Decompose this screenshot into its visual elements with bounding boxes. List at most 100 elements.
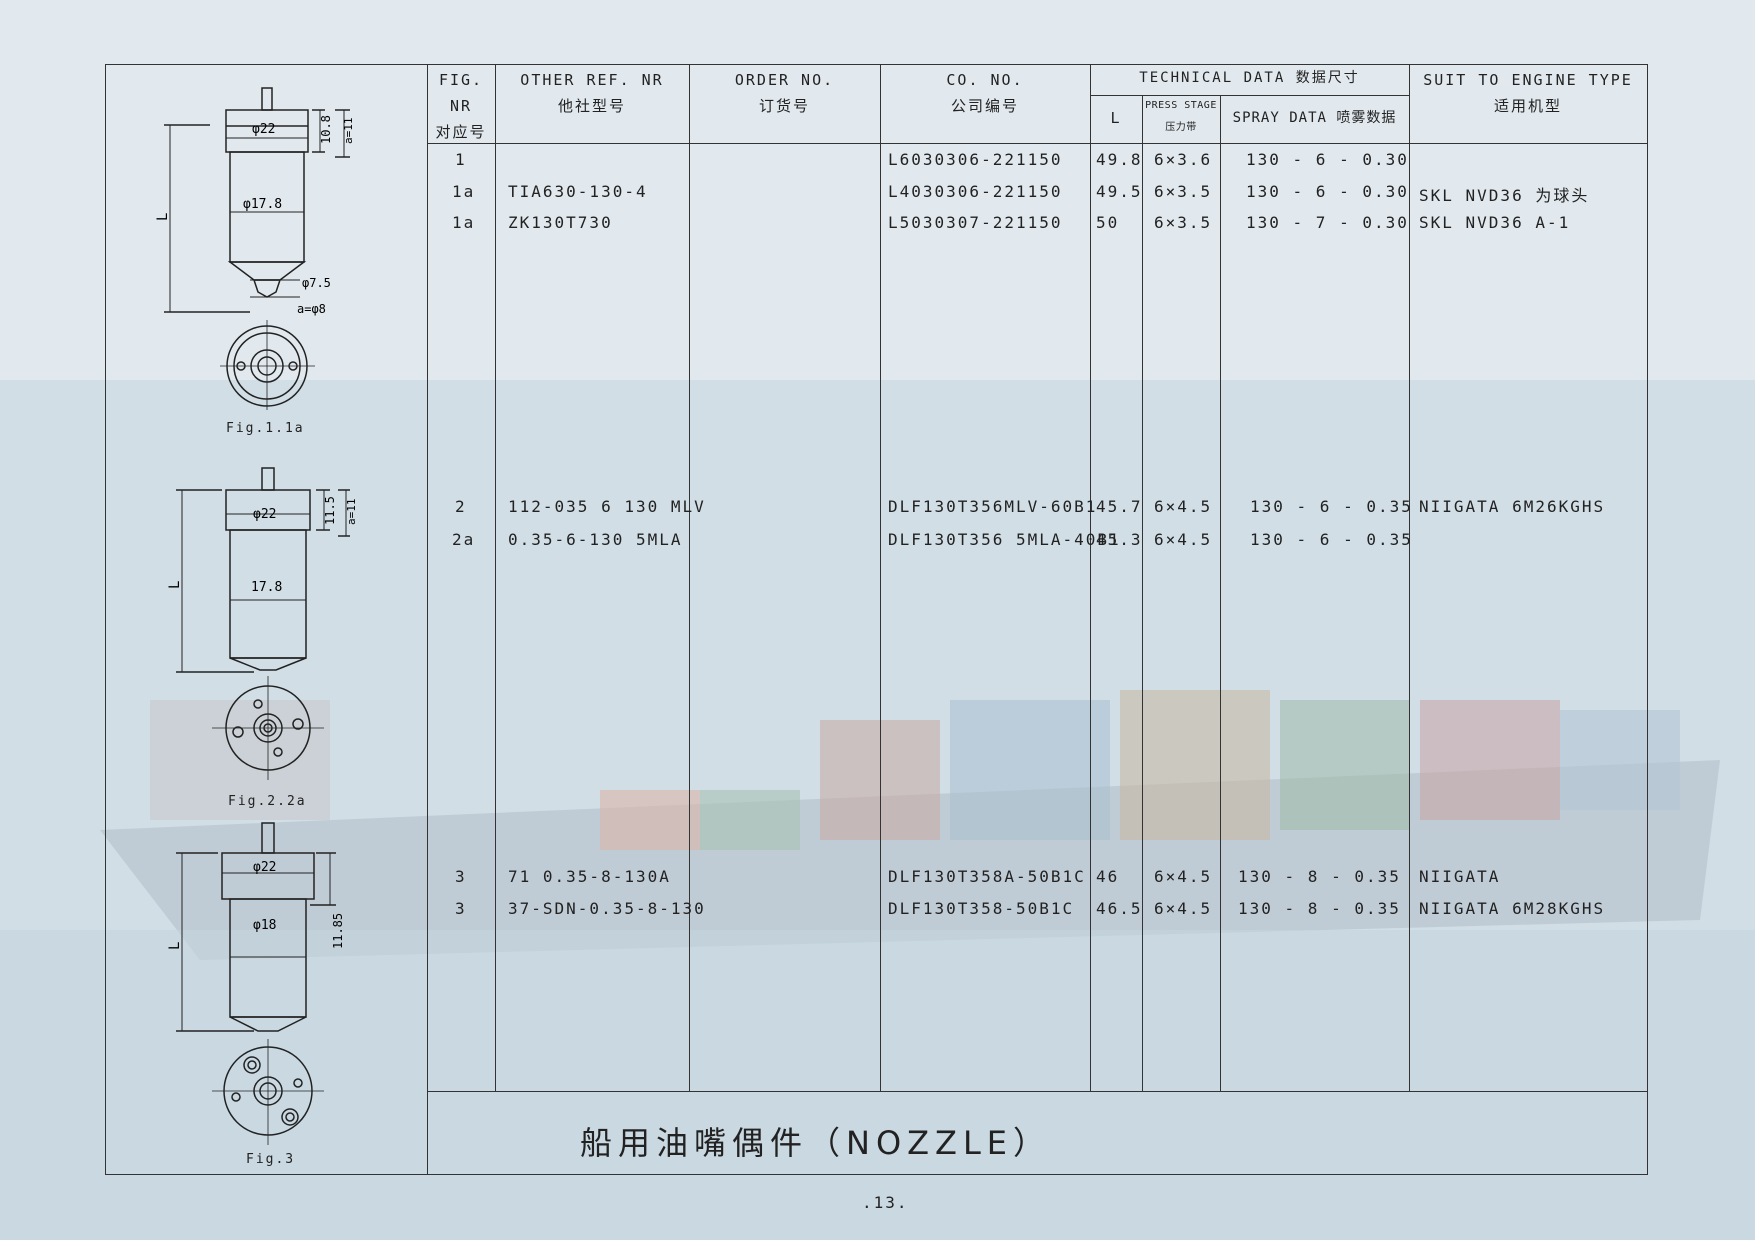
table-row-suit: SKL NVD36 为球头 xyxy=(1419,186,1590,205)
page-title: 船用油嘴偶件（NOZZLE） xyxy=(580,1124,1052,1162)
fig1-h-label: 10.8 xyxy=(319,115,333,144)
fig2-a-label: a=11 xyxy=(345,499,358,526)
header-rule xyxy=(427,143,1647,144)
header-rule-tech xyxy=(1090,95,1409,96)
fig2-d2-label: 17.8 xyxy=(251,580,282,595)
table-row-press: 6×3.5 xyxy=(1154,182,1213,201)
header-order-no: ORDER NO. 订货号 xyxy=(689,67,880,119)
table-row-l: 45.3 xyxy=(1096,530,1143,549)
header-fig-nr-en: FIG. NR xyxy=(438,71,484,115)
table-row-press: 6×4.5 xyxy=(1154,867,1213,886)
table-row-fig: 3 xyxy=(455,867,467,886)
header-technical: TECHNICAL DATA 数据尺寸 xyxy=(1139,70,1360,86)
header-order-no-en: ORDER NO. xyxy=(734,71,835,89)
fig3-d1-label: φ22 xyxy=(253,860,276,875)
fig1-caption: Fig.1.1a xyxy=(226,421,305,436)
fig2-h-label: 11.5 xyxy=(323,496,337,525)
fig1-a-label: a=11 xyxy=(342,118,355,145)
table-row-press: 6×4.5 xyxy=(1154,497,1213,516)
header-press-stage: PRESS STAGE 压力带 xyxy=(1142,95,1220,139)
divider-press xyxy=(1220,95,1221,1091)
table-row-fig: 2a xyxy=(452,530,476,549)
table-row-fig: 3 xyxy=(455,899,467,918)
table-row-fig: 1a xyxy=(452,213,476,232)
fig3-l-label: L xyxy=(167,942,183,950)
table-row-co: DLF130T358-50B1C xyxy=(888,899,1075,918)
table-row-ref: TIA630-130-4 xyxy=(508,182,648,201)
table-row-spray: 130 - 6 - 0.35 xyxy=(1250,530,1413,549)
divider-fig xyxy=(495,65,496,1091)
table-row-l: 45.7 xyxy=(1096,497,1143,516)
fig2-d1-label: φ22 xyxy=(253,507,276,522)
table-row-spray: 130 - 8 - 0.35 xyxy=(1238,867,1401,886)
table-row-l: 50 xyxy=(1096,213,1120,232)
divider-co xyxy=(1090,65,1091,1091)
fig1-d3-label: φ7.5 xyxy=(302,276,331,290)
header-suit-cn: 适用机型 xyxy=(1493,97,1562,115)
table-row-co: DLF130T356 5MLA-40B1 xyxy=(888,530,1121,549)
page-number: .13. xyxy=(862,1193,909,1212)
table-row-co: L5030307-221150 xyxy=(888,213,1063,232)
header-co-no-en: CO. NO. xyxy=(946,71,1024,89)
table-row-spray: 130 - 8 - 0.35 xyxy=(1238,899,1401,918)
table-row-spray: 130 - 6 - 0.30 xyxy=(1246,182,1409,201)
table-row-suit: NIIGATA 6M28KGHS xyxy=(1419,899,1606,918)
table-row-co: L4030306-221150 xyxy=(888,182,1063,201)
table-row-co: DLF130T358A-50B1C xyxy=(888,867,1086,886)
table-row-co: DLF130T356MLV-60B1 xyxy=(888,497,1098,516)
table-row-co: L6030306-221150 xyxy=(888,150,1063,169)
table-row-l: 46 xyxy=(1096,867,1120,886)
header-order-no-cn: 订货号 xyxy=(758,97,810,115)
divider-l xyxy=(1142,95,1143,1091)
header-press-stage-en: PRESS STAGE xyxy=(1145,100,1217,111)
fig1-a-dia-label: a=φ8 xyxy=(297,302,326,316)
header-co-no: CO. NO. 公司编号 xyxy=(880,67,1090,119)
divider-spray xyxy=(1409,65,1410,1091)
table-row-ref: 71 0.35-8-130A xyxy=(508,867,671,886)
table-row-press: 6×3.5 xyxy=(1154,213,1213,232)
table-row-spray: 130 - 6 - 0.30 xyxy=(1246,150,1409,169)
table-row-ref: 37-SDN-0.35-8-130 xyxy=(508,899,706,918)
header-spray: SPRAY DATA 喷雾数据 xyxy=(1232,110,1397,126)
table-row-l: 46.5 xyxy=(1096,899,1143,918)
header-l: L xyxy=(1110,109,1122,127)
divider-order xyxy=(880,65,881,1091)
fig1-d2-label: φ17.8 xyxy=(243,197,282,212)
nozzle-drawing-fig2: φ22 17.8 11.5 a=11 L xyxy=(167,467,358,780)
table-row-fig: 1 xyxy=(455,150,467,169)
header-other-ref-cn: 他社型号 xyxy=(557,97,626,115)
table-row-suit: NIIGATA 6M26KGHS xyxy=(1419,497,1606,516)
table-row-ref: ZK130T730 xyxy=(508,213,613,232)
table-row-l: 49.8 xyxy=(1096,150,1143,169)
header-press-stage-cn: 压力带 xyxy=(1165,122,1197,133)
nozzle-drawing-fig1: φ22 φ17.8 φ7.5 a=φ8 10.8 a=11 L xyxy=(155,87,355,410)
header-suit: SUIT TO ENGINE TYPE 适用机型 xyxy=(1409,67,1647,119)
header-other-ref: OTHER REF. NR 他社型号 xyxy=(495,67,689,119)
table-row-spray: 130 - 7 - 0.30 xyxy=(1246,213,1409,232)
divider-drawing xyxy=(427,65,428,1174)
fig1-l-label: L xyxy=(155,213,171,221)
table-row-spray: 130 - 6 - 0.35 xyxy=(1250,497,1413,516)
table-row-fig: 2 xyxy=(455,497,467,516)
nozzle-drawing-fig3: φ22 φ18 11.85 L xyxy=(167,822,345,1145)
fig2-caption: Fig.2.2a xyxy=(228,794,307,809)
table-row-press: 6×4.5 xyxy=(1154,530,1213,549)
header-fig-nr-cn: 对应号 xyxy=(435,123,487,141)
table-row-suit: SKL NVD36 A-1 xyxy=(1419,213,1571,232)
header-fig-nr: FIG. NR 对应号 xyxy=(427,67,495,145)
header-other-ref-en: OTHER REF. NR xyxy=(520,71,664,89)
catalog-sheet: FIG. NR 对应号 OTHER REF. NR 他社型号 ORDER NO.… xyxy=(105,64,1648,1175)
table-row-l: 49.5 xyxy=(1096,182,1143,201)
table-row-suit: NIIGATA xyxy=(1419,867,1501,886)
table-row-ref: 112-035 6 130 MLV xyxy=(508,497,706,516)
header-co-no-cn: 公司编号 xyxy=(950,97,1019,115)
table-row-ref: 0.35-6-130 5MLA xyxy=(508,530,683,549)
fig3-caption: Fig.3 xyxy=(246,1152,296,1167)
footer-rule xyxy=(427,1091,1647,1092)
table-row-press: 6×4.5 xyxy=(1154,899,1213,918)
fig1-d1-label: φ22 xyxy=(252,122,275,137)
divider-ref xyxy=(689,65,690,1091)
table-row-press: 6×3.6 xyxy=(1154,150,1213,169)
fig3-d2-label: φ18 xyxy=(253,918,276,933)
